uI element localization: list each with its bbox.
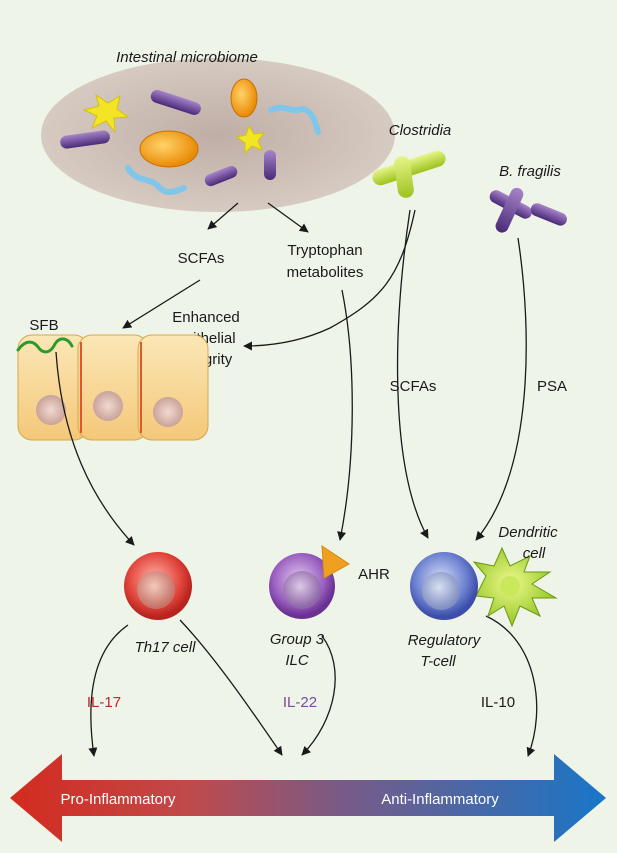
arrow-treg-to-anti	[485, 615, 538, 757]
arrow-microbiome-to-scfas	[207, 202, 239, 230]
purple-rod-bacterium-4	[264, 150, 276, 180]
blue-spirochete-bacterium-1	[125, 165, 187, 196]
bfragilis-bacterium: B. fragilis	[489, 163, 567, 233]
clostridia-rod-2	[394, 156, 414, 198]
treg-label-line1: Regulatory	[408, 632, 482, 649]
ahr-receptor-icon	[321, 545, 350, 579]
regulatory-t-cell: Regulatory T-cell	[408, 552, 482, 670]
tryptophan-label-line2: metabolites	[287, 264, 364, 281]
epithelial-layer: SFB	[16, 317, 209, 441]
enhanced-integrity-label-line1: Enhanced	[172, 309, 240, 326]
ahr-label: AHR	[358, 566, 390, 583]
dendritic-cell-nucleus	[500, 576, 520, 596]
arrow-clostridia-to-integrity	[243, 209, 416, 351]
arrow-tryptophan-to-ilc	[337, 289, 353, 541]
ilc-cell-nucleus	[283, 571, 321, 609]
arrow-scfas-to-epithelium	[122, 279, 201, 329]
sfb-label: SFB	[29, 317, 58, 334]
arrow-bfragilis-to-treg	[475, 237, 527, 541]
bfragilis-rod-2	[530, 203, 567, 226]
sfb-filament	[16, 337, 74, 354]
ilc-label-line2: ILC	[285, 652, 309, 669]
dendritic-label-line1: Dendritic	[498, 524, 558, 541]
orange-cocci-bacterium-1	[230, 78, 258, 118]
il17-label: IL-17	[87, 694, 121, 711]
il10-label: IL-10	[481, 694, 515, 711]
pro-inflammatory-label: Pro-Inflammatory	[60, 791, 176, 808]
bfragilis-label: B. fragilis	[499, 163, 561, 180]
pathway-arrows	[55, 202, 538, 757]
treg-cell-nucleus	[422, 572, 460, 610]
anti-inflammatory-label: Anti-Inflammatory	[381, 791, 499, 808]
clostridia-label: Clostridia	[389, 122, 452, 139]
dendritic-label-line2: cell	[523, 545, 546, 562]
th17-label: Th17 cell	[135, 639, 197, 656]
arrow-sfb-to-th17	[55, 351, 135, 546]
arrow-th17-to-center	[179, 619, 283, 756]
purple-rod-bacterium-1	[150, 89, 201, 116]
orange-cocci-bacterium-2	[139, 130, 199, 168]
microbiome-label: Intestinal microbiome	[116, 49, 258, 66]
inflammation-spectrum-arrow: Pro-Inflammatory Anti-Inflammatory	[10, 754, 606, 842]
psa-label: PSA	[537, 378, 567, 395]
th17-cell-nucleus	[137, 571, 175, 609]
clostridia-bacterium: Clostridia	[372, 122, 452, 198]
group3-ilc-cell: AHR Group 3 ILC	[269, 545, 390, 669]
epithelial-nucleus-2	[93, 391, 123, 421]
treg-label-line2: T-cell	[420, 653, 456, 670]
purple-rod-bacterium-3	[204, 165, 238, 187]
yellow-star-bacterium-1	[82, 93, 130, 134]
epithelial-nucleus-1	[36, 395, 66, 425]
purple-rod-bacterium-2	[60, 130, 110, 149]
yellow-star-bacterium-2	[235, 124, 266, 155]
bfragilis-rod-3	[495, 187, 524, 233]
scfas-mid-label: SCFAs	[390, 378, 437, 395]
arrow-microbiome-to-tryptophan	[267, 202, 309, 233]
blue-spirochete-bacterium-2	[268, 104, 321, 135]
ilc-label-line1: Group 3	[270, 631, 325, 648]
microbiome-cloud: Intestinal microbiome	[41, 49, 395, 212]
arrow-th17-to-pro	[88, 624, 129, 757]
scfas-top-label: SCFAs	[178, 250, 225, 267]
th17-cell: Th17 cell	[124, 552, 196, 656]
epithelial-nucleus-3	[153, 397, 183, 427]
arrow-ilc-to-center	[301, 635, 336, 756]
dendritic-cell: Dendritic cell	[472, 524, 558, 628]
arrow-clostridia-to-treg	[396, 209, 429, 539]
tryptophan-label-line1: Tryptophan	[287, 242, 362, 259]
il22-label: IL-22	[283, 694, 317, 711]
spectrum-arrow-shape	[10, 754, 606, 842]
